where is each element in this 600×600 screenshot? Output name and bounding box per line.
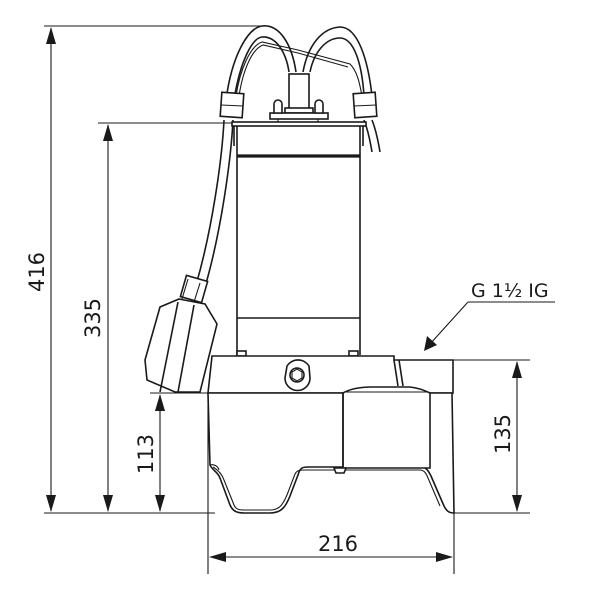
- cable-clamps: [219, 91, 378, 119]
- arrow-down-icon: [46, 495, 56, 512]
- dimension-motor-height: 335: [81, 124, 113, 512]
- leader-arrow-icon: [424, 336, 437, 351]
- cable-gland: [269, 73, 329, 123]
- arrow-up-icon: [103, 124, 113, 141]
- dimension-base-width: 216: [209, 532, 453, 562]
- dimension-outlet-height: 135: [491, 361, 522, 512]
- dimension-label-416: 416: [25, 252, 49, 292]
- arrow-down-icon: [512, 495, 522, 512]
- arrow-up-icon: [46, 27, 56, 44]
- dimension-label-335: 335: [81, 298, 105, 338]
- outlet-thread-label: G 1½ IG: [471, 280, 549, 302]
- arrow-down-icon: [103, 495, 113, 512]
- pump-base-housing: [207, 355, 455, 514]
- dimension-label-216: 216: [318, 532, 358, 556]
- extension-lines: [44, 25, 530, 574]
- float-switch: [144, 274, 218, 393]
- arrow-up-icon: [155, 394, 165, 411]
- arrow-up-icon: [512, 361, 522, 378]
- arrow-right-icon: [436, 552, 453, 562]
- outlet-callout: G 1½ IG: [424, 280, 555, 351]
- dimension-label-113: 113: [134, 434, 158, 474]
- arrow-down-icon: [155, 495, 165, 512]
- dimension-label-135: 135: [491, 414, 515, 454]
- dimension-overall-height: 416: [25, 27, 56, 512]
- arrow-left-icon: [209, 552, 226, 562]
- power-cable-loops: [195, 25, 381, 288]
- motor-housing: [231, 121, 367, 357]
- dimension-float-height: 113: [134, 394, 165, 512]
